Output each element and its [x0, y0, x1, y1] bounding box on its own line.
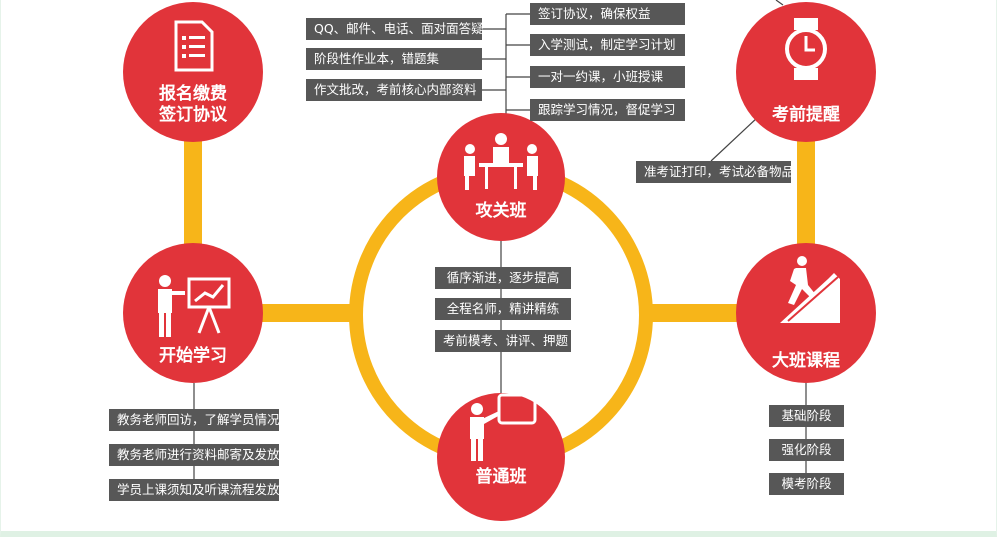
- reminder-label: 考前提醒: [772, 105, 840, 125]
- center-note: 循序渐进，逐步提高: [435, 267, 571, 289]
- center-note: 考前模考、讲评、押题: [435, 330, 571, 352]
- intensive-left-note: 阶段性作业本，错题集: [306, 48, 482, 70]
- teacher-presentation-icon: [158, 275, 231, 337]
- signup-label-1: 报名缴费: [159, 84, 227, 104]
- large-class-note: 强化阶段: [769, 439, 844, 461]
- signup-label-2: 签订协议: [159, 105, 227, 125]
- start-note: 教务老师进行资料邮寄及发放: [109, 444, 280, 466]
- meeting-table-icon: [464, 133, 538, 190]
- intensive-left-note: 作文批改，考前核心内部资料: [306, 79, 482, 101]
- start-node: 开始学习: [123, 243, 263, 383]
- intensive-right-note: 跟踪学习情况，督促学习: [530, 99, 685, 121]
- start-label: 开始学习: [159, 346, 227, 366]
- intensive-label: 攻关班: [475, 201, 527, 221]
- large-class-note: 模考阶段: [769, 473, 844, 495]
- large-class-node: 大班课程: [736, 243, 876, 383]
- document-list-icon: [174, 20, 214, 72]
- climbing-stairs-icon: [780, 256, 840, 323]
- intensive-right-note: 一对一约课，小班授课: [530, 66, 685, 88]
- regular-node: 普通班: [437, 393, 565, 521]
- center-note: 全程名师，精讲精练: [435, 298, 571, 320]
- intensive-right-note: 签订协议，确保权益: [530, 3, 685, 25]
- reminder-node: 考前提醒: [736, 2, 876, 142]
- reminder-note: 准考证打印，考试必备物品: [636, 161, 794, 183]
- signup-node: 报名缴费 签订协议: [123, 2, 263, 142]
- start-note: 教务老师回访，了解学员情况: [109, 409, 280, 431]
- regular-label: 普通班: [475, 467, 527, 487]
- intensive-right-note: 入学测试，制定学习计划: [530, 34, 685, 56]
- intensive-left-note: QQ、邮件、电话、面对面答疑: [306, 18, 484, 40]
- large-class-label: 大班课程: [772, 351, 840, 371]
- start-note: 学员上课须知及听课流程发放: [109, 479, 280, 501]
- leader-lines: [193, 0, 807, 490]
- watch-icon: [785, 18, 827, 80]
- right-ring-connector: [641, 304, 741, 322]
- teacher-board-icon: [470, 393, 537, 461]
- intensive-node: 攻关班: [437, 113, 565, 241]
- large-class-note: 基础阶段: [769, 405, 844, 427]
- left-ring-connector: [256, 304, 361, 322]
